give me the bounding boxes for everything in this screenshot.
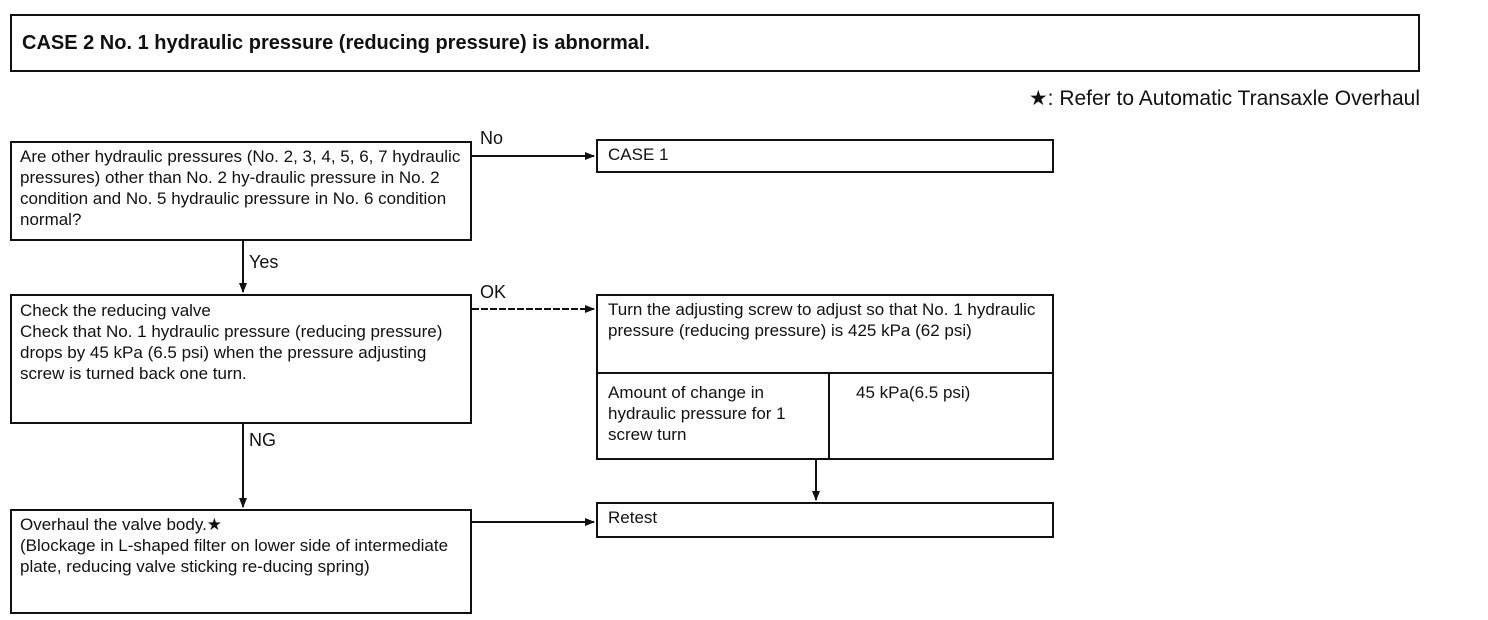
case1-text: CASE 1 [608,145,669,164]
title-box: CASE 2 No. 1 hydraulic pressure (reducin… [10,14,1420,72]
adjust-table: Amount of change in hydraulic pressure f… [598,374,1052,458]
retest-text: Retest [608,508,658,527]
label-ng: NG [249,430,276,450]
question-text: Are other hydraulic pressures (No. 2, 3,… [20,147,461,229]
adjust-text: Turn the adjusting screw to adjust so th… [608,300,1036,340]
adjust-screw-box: Turn the adjusting screw to adjust so th… [596,294,1054,460]
overhaul-valve-body-box: Overhaul the valve body.★ (Blockage in L… [10,509,472,614]
overhaul-body: (Blockage in L-shaped filter on lower si… [20,536,449,576]
retest-box: Retest [596,502,1054,538]
case1-box: CASE 1 [596,139,1054,173]
diagram-title: CASE 2 No. 1 hydraulic pressure (reducin… [22,31,650,54]
overhaul-title: Overhaul the valve body.★ [20,515,223,534]
check-reducing-valve-box: Check the reducing valve Check that No. … [10,294,472,424]
check-body: Check that No. 1 hydraulic pressure (red… [20,322,443,383]
reference-note: ★: Refer to Automatic Transaxle Overhaul [1028,87,1420,110]
check-title: Check the reducing valve [20,301,211,320]
label-no: No [480,128,504,148]
label-ok: OK [480,282,507,302]
adjust-table-value-cell: 45 kPa(6.5 psi) [856,383,971,402]
question-box-other-pressures: Are other hydraulic pressures (No. 2, 3,… [10,141,472,241]
adjust-instruction: Turn the adjusting screw to adjust so th… [598,296,1052,374]
label-yes: Yes [249,252,279,272]
adjust-table-label-cell: Amount of change in hydraulic pressure f… [598,374,830,458]
